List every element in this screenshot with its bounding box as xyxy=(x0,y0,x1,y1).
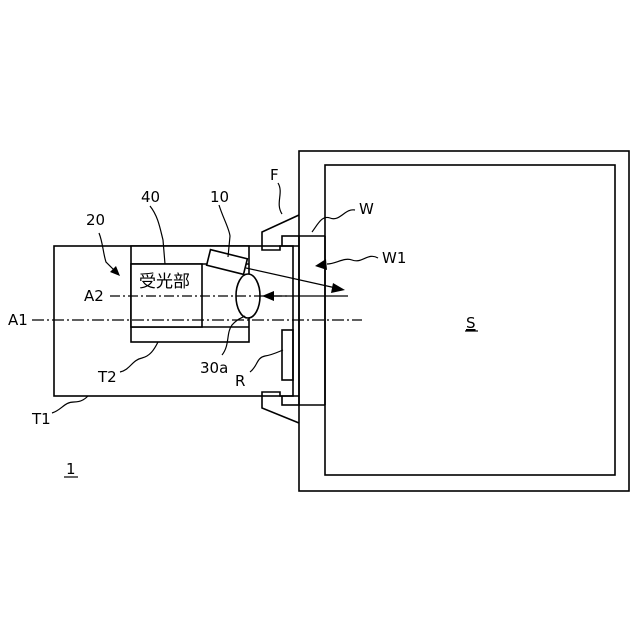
flange-F-top xyxy=(262,215,299,250)
label-F: F xyxy=(270,166,279,184)
label-W: W xyxy=(359,200,374,218)
label-A2: A2 xyxy=(84,287,104,305)
label-40: 40 xyxy=(141,188,160,206)
emitted-light-arrowhead xyxy=(331,283,345,293)
label-R: R xyxy=(235,372,245,390)
leader-W1-arrowhead xyxy=(315,259,327,270)
label-30a: 30a xyxy=(200,359,228,377)
figure-number: 1 xyxy=(66,460,76,478)
label-20: 20 xyxy=(86,211,105,229)
light-receiver-label: 受光部 xyxy=(139,272,190,292)
sample-outer-frame xyxy=(299,151,629,491)
leader-W1 xyxy=(327,256,378,264)
label-10: 10 xyxy=(210,188,229,206)
label-A1: A1 xyxy=(8,311,28,329)
label-W1: W1 xyxy=(382,249,406,267)
leader-F xyxy=(278,183,282,214)
leader-T1 xyxy=(52,396,88,413)
label-S: S xyxy=(466,314,476,332)
leader-W xyxy=(312,210,355,232)
label-T2: T2 xyxy=(97,368,117,386)
label-T1: T1 xyxy=(31,410,51,428)
